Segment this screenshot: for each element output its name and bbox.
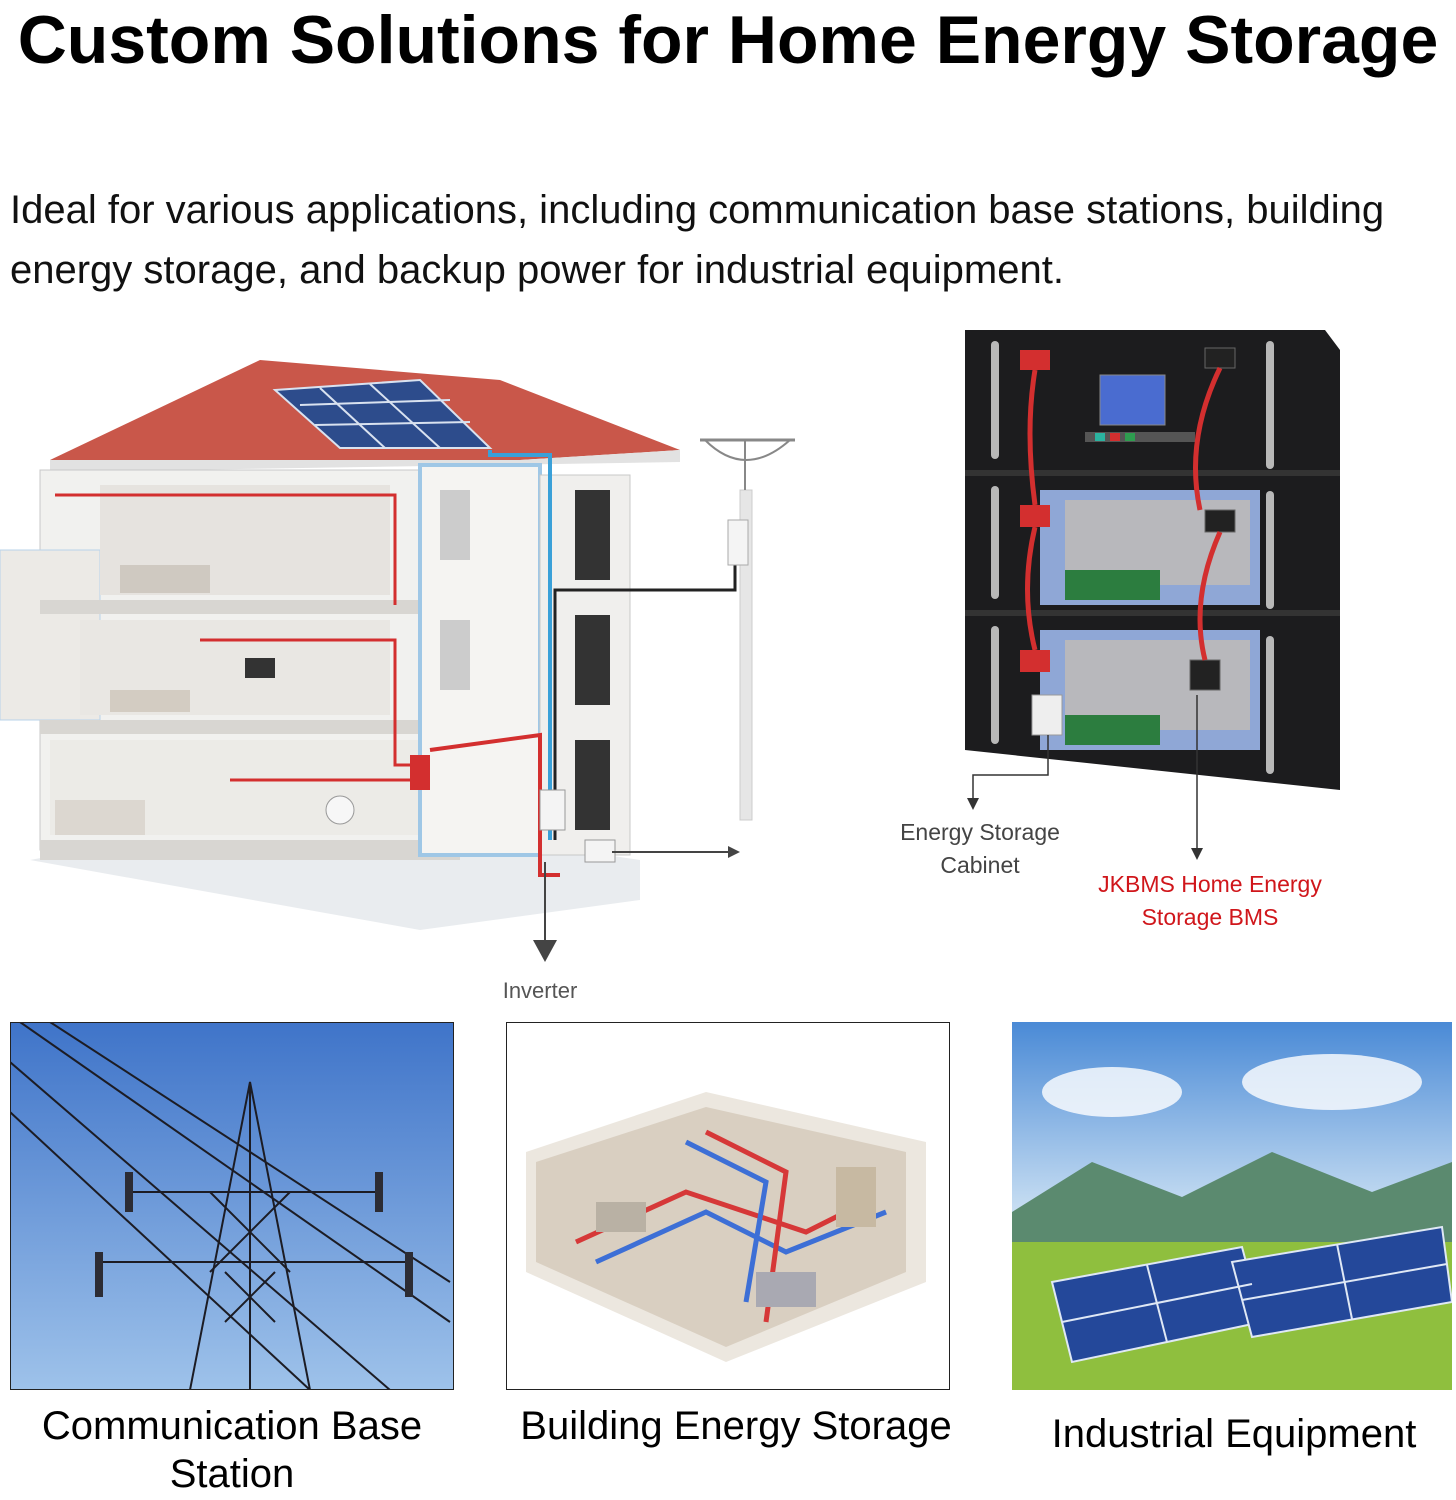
electrical-panel	[410, 755, 430, 790]
communication-base-station-image	[10, 1022, 454, 1390]
caption-building-energy-storage: Building Energy Storage	[520, 1404, 952, 1448]
battery-cabinet-illustration	[965, 330, 1340, 860]
solar-panels	[272, 378, 493, 449]
page-subtitle: Ideal for various applications, includin…	[10, 188, 1385, 292]
caption-communication-base-station: Communication Base Station	[41, 1404, 423, 1496]
bms-label: JKBMS Home Energy Storage BMS	[1098, 871, 1322, 930]
rack-handles	[991, 341, 1274, 774]
lcd-display	[1099, 374, 1166, 426]
caption-industrial-equipment: Industrial Equipment	[1051, 1412, 1417, 1456]
inverter-unit	[539, 789, 566, 831]
building-energy-storage-image	[506, 1022, 950, 1390]
solar-panel-array	[1050, 1225, 1452, 1364]
inverter-label: Inverter	[502, 978, 578, 1003]
page-title: Custom Solutions for Home Energy Storage	[17, 2, 1439, 78]
industrial-equipment-image	[1012, 1022, 1452, 1390]
house-illustration	[0, 360, 795, 962]
utility-pole	[700, 438, 795, 821]
cabinet-label: Energy Storage Cabinet	[900, 819, 1060, 878]
